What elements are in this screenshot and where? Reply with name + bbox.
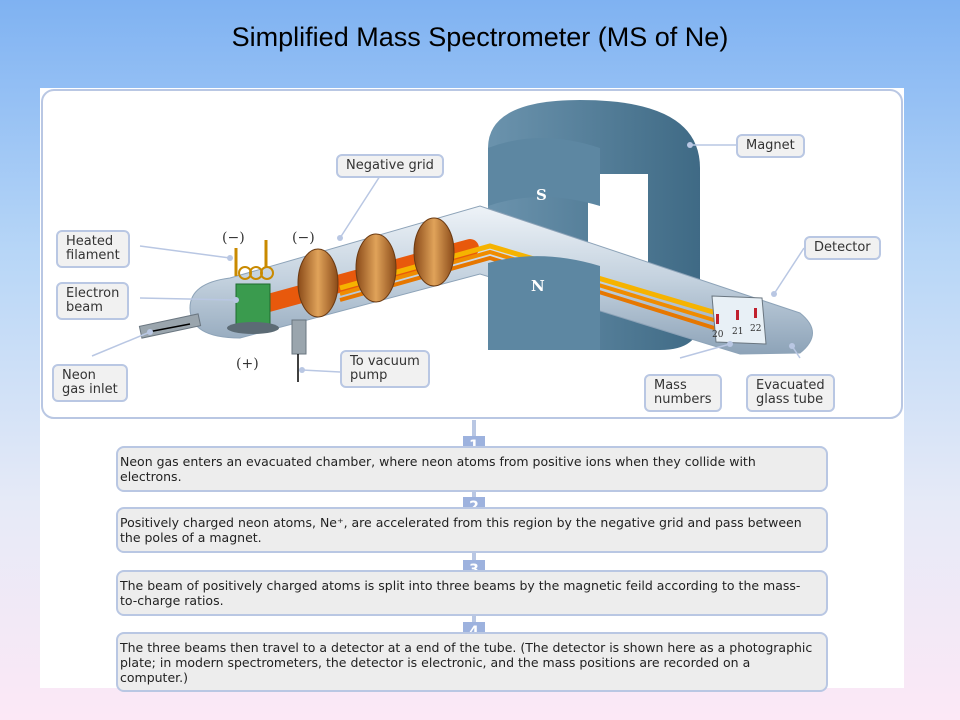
figure-panel: S N (−) (−) (+) 20 21 xyxy=(40,88,904,692)
step-1-box: Neon gas enters an evacuated chamber, wh… xyxy=(116,446,828,492)
diagram-border xyxy=(41,89,903,419)
step-3-box: The beam of positively charged atoms is … xyxy=(116,570,828,616)
callout-magnet: Magnet xyxy=(736,134,805,158)
electron-beam-emitter xyxy=(235,283,271,325)
callout-evacuated-tube: Evacuated glass tube xyxy=(746,374,835,412)
grid-charge: (−) xyxy=(292,230,315,246)
filament-wires xyxy=(234,240,268,276)
mass-number-21: 21 xyxy=(732,327,743,337)
callout-negative-grid: Negative grid xyxy=(336,154,444,178)
plate-charge: (+) xyxy=(236,356,259,372)
detector-mark-20 xyxy=(716,314,719,324)
negative-grid-1 xyxy=(297,248,339,318)
mass-number-20: 20 xyxy=(712,330,724,340)
gas-inlet-pipe xyxy=(138,313,202,339)
mass-spectrometer-diagram: S N (−) (−) (+) 20 21 xyxy=(40,88,904,420)
gas-inlet-arrow xyxy=(147,323,191,333)
step-4-text: The three beams then travel to a detecto… xyxy=(120,640,813,685)
detector-mark-22 xyxy=(754,308,757,318)
magnet-pole-south xyxy=(488,138,600,206)
diagram-svg: S N (−) (−) (+) 20 21 xyxy=(41,89,903,419)
negative-grid-3 xyxy=(413,217,455,287)
filament-coil-3 xyxy=(260,266,274,280)
step-4-box: The three beams then travel to a detecto… xyxy=(116,632,828,692)
slide-title: Simplified Mass Spectrometer (MS of Ne) xyxy=(231,22,729,52)
step-2-box: Positively charged neon atoms, Ne⁺, are … xyxy=(116,507,828,553)
vacuum-pump-pipe xyxy=(291,319,307,355)
detector-mark-21 xyxy=(736,310,739,320)
step-1-text: Neon gas enters an evacuated chamber, wh… xyxy=(120,454,756,484)
callout-heated-filament: Heated filament xyxy=(56,230,130,268)
leader-lines xyxy=(91,144,805,373)
pole-n-label: N xyxy=(531,277,545,295)
step-3-text: The beam of positively charged atoms is … xyxy=(120,578,801,608)
leader-dots xyxy=(147,142,795,373)
step-2-text: Positively charged neon atoms, Ne⁺, are … xyxy=(120,515,802,545)
filament-charge: (−) xyxy=(222,230,245,246)
callout-electron-beam: Electron beam xyxy=(56,282,130,320)
callout-vacuum-pump: To vacuum pump xyxy=(340,350,430,388)
mass-number-22: 22 xyxy=(750,324,761,334)
negative-grid-2 xyxy=(355,233,397,303)
pole-s-label: S xyxy=(536,186,547,204)
magnet-pole-north xyxy=(488,256,600,350)
callout-detector: Detector xyxy=(804,236,881,260)
callout-neon-gas-inlet: Neon gas inlet xyxy=(52,364,128,402)
callout-mass-numbers: Mass numbers xyxy=(644,374,722,412)
positive-plate xyxy=(227,322,279,334)
